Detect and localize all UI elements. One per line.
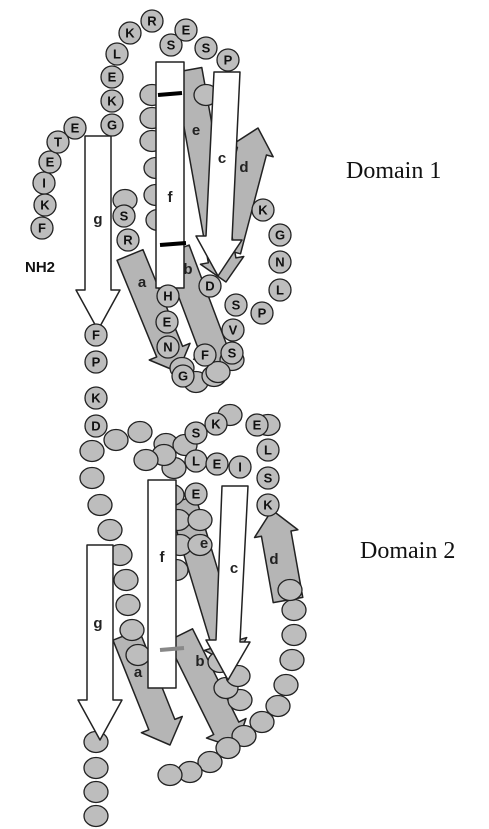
domain2-strand-label-c: c — [230, 560, 238, 577]
domain1-residue-label: L — [113, 47, 121, 62]
domain1-residue-label: S — [232, 298, 241, 313]
domain2-residue-label: E — [192, 487, 201, 502]
domain2-residue-unlabeled — [80, 441, 104, 462]
domain2-residue-label: S — [192, 426, 201, 441]
domain1-residue-label: R — [123, 233, 133, 248]
n-terminus-label: NH2 — [25, 259, 55, 276]
domain1-residue-label: D — [205, 279, 214, 294]
domain2-residue-label: S — [264, 471, 273, 486]
domain1-residue-label: P — [258, 306, 267, 321]
domain2-residue-unlabeled — [104, 430, 128, 451]
domain2-residue-label: L — [264, 443, 272, 458]
domain1-strand-label-b: b — [183, 261, 192, 278]
domain1-residue-label: H — [163, 289, 172, 304]
domain1-residue-label: L — [276, 283, 284, 298]
domain2-strand-label-g: g — [93, 615, 102, 632]
domain1-residue-label: K — [258, 203, 268, 218]
domain2-residue-unlabeled — [116, 595, 140, 616]
domain2-residue-unlabeled — [84, 758, 108, 779]
marker-bottom-domain1 — [160, 243, 186, 245]
domain1-residue-label: N — [275, 255, 284, 270]
domain-1-label: Domain 1 — [346, 158, 441, 185]
domain1-residue-label: T — [54, 135, 62, 150]
domain2-residue-label: K — [211, 417, 221, 432]
domain1-residue-label: E — [46, 155, 55, 170]
marker-domain2 — [160, 648, 184, 650]
domain1-strand-label-g: g — [93, 211, 102, 228]
domain1-residue-label: S — [228, 346, 237, 361]
domain2-residue-unlabeled — [134, 450, 158, 471]
domain1-residue-label: F — [201, 348, 209, 363]
linker-residue-label: K — [91, 391, 101, 406]
domain2-residue-unlabeled — [280, 650, 304, 671]
domain1-residue-label: K — [107, 94, 117, 109]
domain1-residue-label: P — [224, 53, 233, 68]
domain1-residue-label: S — [167, 38, 176, 53]
domain1-residue-label: G — [275, 228, 285, 243]
domain1-residue-label: K — [40, 198, 50, 213]
domain1-residue-label: E — [108, 70, 117, 85]
domain1-residue-label: S — [202, 41, 211, 56]
linker-residue-label: P — [92, 355, 101, 370]
domain2-residue-unlabeled — [84, 806, 108, 827]
domain2-residue-unlabeled — [158, 765, 182, 786]
domain2-residue-unlabeled — [278, 580, 302, 601]
domain1-residue-label: R — [147, 14, 157, 29]
domain1-residue-label: V — [229, 323, 238, 338]
domain1-strand-label-e: e — [192, 122, 200, 139]
domain2-residue-label: K — [263, 498, 273, 513]
linker-residue-label: D — [91, 419, 100, 434]
domain2-residue-unlabeled — [88, 495, 112, 516]
domain2-residue-label: L — [192, 454, 200, 469]
domain2-residue-unlabeled — [188, 510, 212, 531]
strand-g-domain1 — [76, 136, 120, 330]
marker-top-domain1 — [158, 93, 182, 95]
domain2-residue-label: I — [238, 460, 242, 475]
domain2-residue-unlabeled — [80, 468, 104, 489]
linker-residue-label: F — [92, 328, 100, 343]
domain1-residue-label: G — [107, 118, 117, 133]
domain2-strand-label-a: a — [134, 664, 143, 681]
domain1-strand-label-c: c — [218, 150, 226, 167]
domain2-residue-label: E — [253, 418, 262, 433]
domain1-strand-label-d: d — [239, 159, 248, 176]
domain1-residue-label: E — [182, 23, 191, 38]
domain1-residue-label: N — [163, 340, 172, 355]
domain1-residue-label: K — [125, 26, 135, 41]
strand-f-domain2 — [148, 480, 176, 688]
domain1-residue-label: I — [42, 176, 46, 191]
domain2-residue-unlabeled — [282, 600, 306, 621]
domain-2-label: Domain 2 — [360, 538, 455, 565]
domain1-residue-label: G — [178, 369, 188, 384]
domain1-residue-label: E — [71, 121, 80, 136]
domain2-strand-label-b: b — [195, 653, 204, 670]
domain2-strand-label-e: e — [200, 535, 208, 552]
domain2-residue-unlabeled — [84, 732, 108, 753]
domain1-residue-label: F — [38, 221, 46, 236]
domain2-residue-unlabeled — [126, 645, 150, 666]
domain1-residue-label: E — [163, 315, 172, 330]
domain2-strand-label-d: d — [269, 551, 278, 568]
domain2-residue-unlabeled — [274, 675, 298, 696]
domain1-residue-label: S — [120, 209, 129, 224]
domain2-residue-unlabeled — [120, 620, 144, 641]
domain2-residue-unlabeled — [282, 625, 306, 646]
domain2-residue-label: E — [213, 457, 222, 472]
domain2-residue-unlabeled — [84, 782, 108, 803]
domain2-residue-unlabeled — [114, 570, 138, 591]
domain2-residue-unlabeled — [98, 520, 122, 541]
domain1-strand-label-a: a — [138, 274, 147, 291]
domain2-residue-unlabeled — [128, 422, 152, 443]
